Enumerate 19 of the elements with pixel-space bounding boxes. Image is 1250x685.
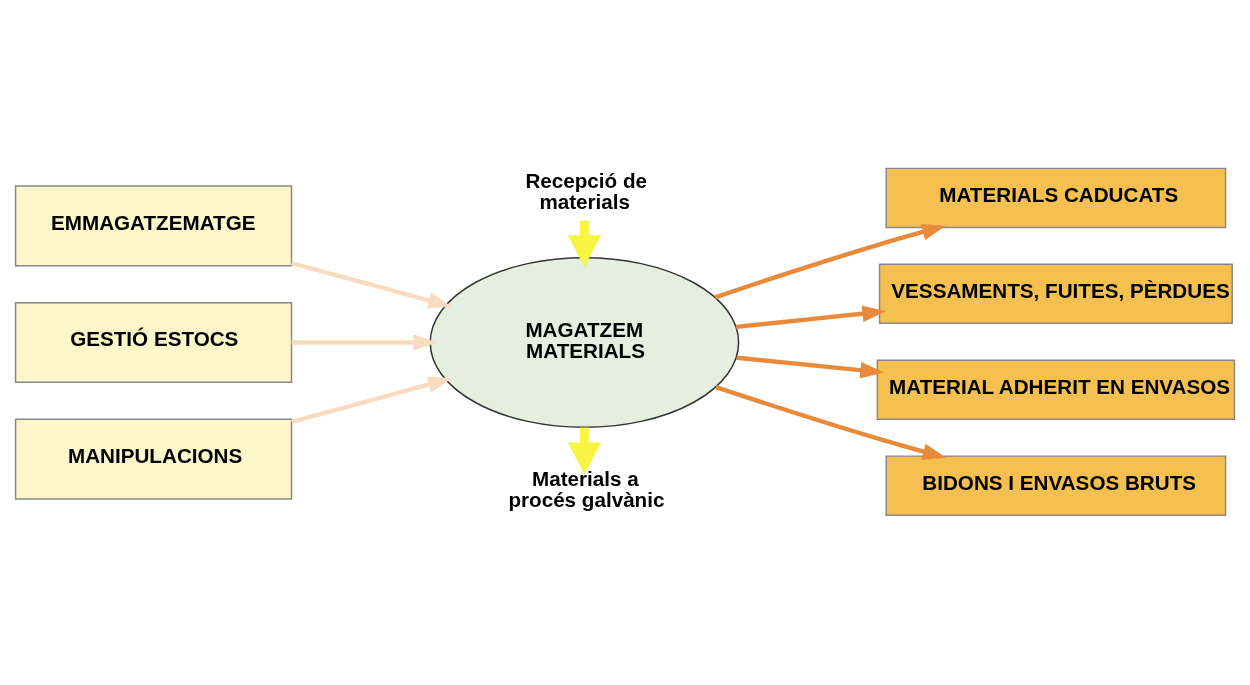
node-box: MATERIAL ADHERIT EN ENVASOS xyxy=(876,359,1236,420)
node-box: EMMAGATZEMATGE xyxy=(14,185,293,267)
arrow xyxy=(736,355,884,379)
arrow xyxy=(567,220,602,267)
arrow xyxy=(715,384,947,460)
node-box: VESSAMENTS, FUITES, PÈRDUES xyxy=(878,263,1233,325)
arrow xyxy=(567,427,602,475)
node-ellipse: MAGATZEM MATERIALS xyxy=(429,256,740,429)
node-box: MATERIALS CADUCATS xyxy=(885,167,1227,229)
node-box: BIDONS I ENVASOS BRUTS xyxy=(885,455,1227,516)
arrow xyxy=(714,223,946,300)
arrow xyxy=(291,261,452,309)
arrow xyxy=(291,334,437,351)
node-box: GESTIÓ ESTOCS xyxy=(14,301,293,384)
node-text: Materials a procés galvànic xyxy=(508,466,665,511)
node-box: MANIPULACIONS xyxy=(14,418,293,500)
node-text: Recepció de materials xyxy=(525,168,648,213)
arrow xyxy=(735,305,887,330)
arrow xyxy=(291,376,452,424)
